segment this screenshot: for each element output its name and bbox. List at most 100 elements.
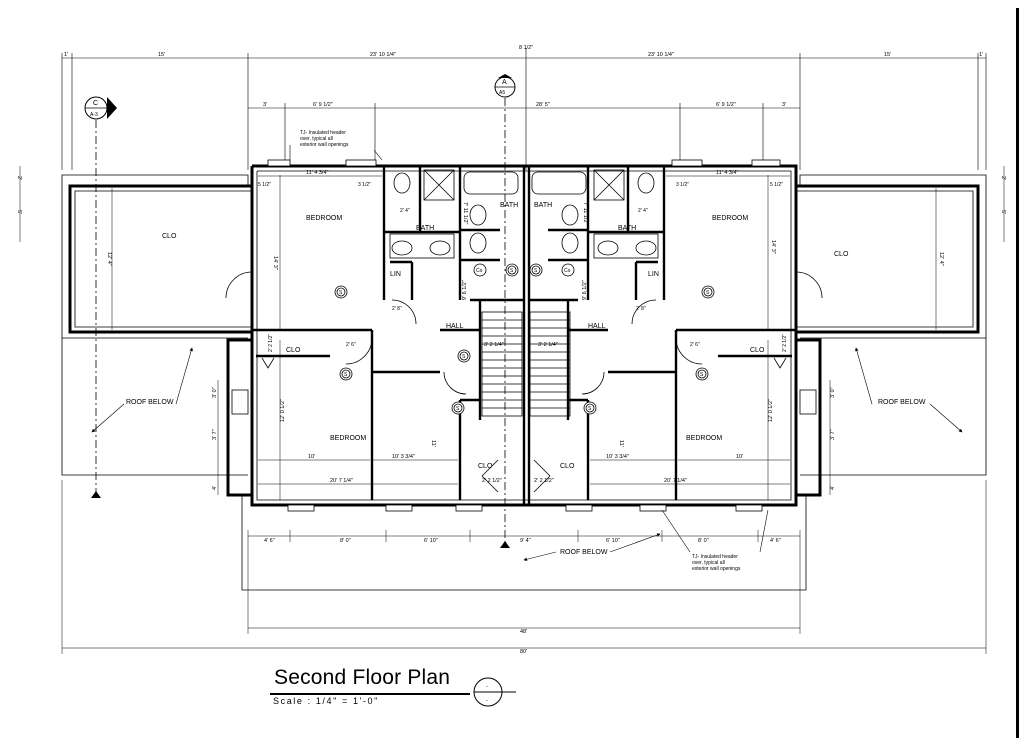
room-label-right-clo: CLO xyxy=(834,251,849,258)
dim-foot-8-right: 8' 0" xyxy=(698,538,709,544)
dim-bottom-10b-right: 10' 3 3/4" xyxy=(606,454,629,460)
dim-stair-right: 3' 2 1/4" xyxy=(538,342,558,348)
dim-bottom-10-right: 10' xyxy=(736,454,743,460)
dim-closet-right: 2' 2 1/2" xyxy=(782,334,788,352)
room-label-right-bedroom-bottom: BEDROOM xyxy=(686,435,722,442)
room-label-left-clo-small: CLO xyxy=(286,347,301,354)
dim-overall-80: 80' xyxy=(520,649,527,655)
interior-dimension-lines xyxy=(19,166,1005,654)
dim-bed-right-width: 11' 4 3/4" xyxy=(716,170,739,176)
dim-side-2-right: 2' xyxy=(1000,176,1006,180)
room-label-right-clo-small: CLO xyxy=(750,347,765,354)
dim-second-28: 28' 5" xyxy=(536,102,550,108)
dim-top-1-right: 1' xyxy=(979,52,983,58)
smoke-label-5: S xyxy=(510,268,514,274)
dim-side-3b-left: 3' 7" xyxy=(212,429,218,440)
room-label-left-roof-below: ROOF BELOW xyxy=(126,399,174,406)
dim-second-3-left: 3' xyxy=(263,102,267,108)
dim-top-center: 8 1/2" xyxy=(519,45,533,51)
smoke-label-8: S xyxy=(700,372,704,378)
dim-side-4-left: 4' xyxy=(212,486,218,490)
dim-hall-left: 9' 6 1/2" xyxy=(462,280,468,300)
dim-top-23-right: 23' 10 1/4" xyxy=(648,52,674,58)
co-label-right: Co xyxy=(564,268,571,274)
room-label-right-clo-stair: CLO xyxy=(560,463,575,470)
dim-bed-left-width: 11' 4 3/4" xyxy=(306,170,329,176)
dim-bed-bottom-right-depth: 12' 0 1/2" xyxy=(768,399,774,422)
room-label-right-roof-below: ROOF BELOW xyxy=(878,399,926,406)
room-label-left-hall: HALL xyxy=(446,323,464,330)
sheet-border-right xyxy=(1016,8,1019,738)
dim-door-28-left: 2' 8" xyxy=(392,306,402,312)
room-label-left-bath: BATH xyxy=(416,225,434,232)
section-arrow-center-bottom xyxy=(500,541,510,548)
smoke-detector-icons xyxy=(334,263,715,415)
bath-fixtures-left xyxy=(389,169,519,259)
dim-stair-left: 3' 2 1/4" xyxy=(484,342,504,348)
dim-overall-48: 48' xyxy=(520,629,527,635)
dim-side-5-right: 5' xyxy=(1000,210,1006,214)
note-header-top-2: over, typical all xyxy=(300,136,333,142)
room-label-right-lin: LIN xyxy=(648,271,659,278)
dim-side-5-left: 5' xyxy=(16,210,22,214)
dim-foot-8-left: 8' 0" xyxy=(340,538,351,544)
dim-eleven-left: 11' xyxy=(430,440,436,447)
stair-right xyxy=(529,311,571,417)
dim-side-2-left: 2' xyxy=(16,176,22,180)
dim-second-3-right: 3' xyxy=(782,102,786,108)
dim-bath-left: 7' 11 1/2" xyxy=(462,202,468,225)
title-block: Second Floor Plan Scale : 1/4" = 1'-0" xyxy=(270,664,520,714)
smoke-label-9: S xyxy=(588,406,592,412)
door-swings xyxy=(225,271,823,493)
smoke-label-1: S xyxy=(339,290,343,296)
smoke-label-6: S xyxy=(534,268,538,274)
section-sheet-left: A-3 xyxy=(90,112,98,118)
room-label-right-bedroom-top: BEDROOM xyxy=(712,215,748,222)
dim-foot-6-right: 6' 10" xyxy=(606,538,620,544)
view-marker: - - xyxy=(473,677,516,707)
room-label-front-roof-below: ROOF BELOW xyxy=(560,549,608,556)
dim-foot-4-left: 4' 6" xyxy=(264,538,275,544)
dim-top-1: 1' xyxy=(64,52,68,58)
section-letter-center: A xyxy=(502,79,507,86)
top-dimension-string xyxy=(61,48,987,170)
drawing-scale: Scale : 1/4" = 1'-0" xyxy=(273,696,379,706)
dim-door-24-left: 2' 4" xyxy=(400,208,410,214)
room-label-right-hall: HALL xyxy=(588,323,606,330)
roof-outline xyxy=(61,174,987,591)
dim-door-26-left: 2' 6" xyxy=(346,342,356,348)
co-label-left: Co xyxy=(476,268,483,274)
dim-foot-4-right: 4' 6" xyxy=(770,538,781,544)
dim-side-3b-right: 3' 7" xyxy=(830,429,836,440)
room-label-left-clo: CLO xyxy=(162,233,177,240)
note-header-top-1: TJ- Insulated header xyxy=(300,130,346,136)
dim-second-6-left: 6' 9 1/2" xyxy=(313,102,333,108)
dim-bed-bottom-left-depth: 12' 0 1/2" xyxy=(280,399,286,422)
dim-top-15-right: 15' xyxy=(884,52,891,58)
dim-half-inch-right: 5 1/2" xyxy=(770,182,783,188)
dim-side-3-left: 3' 0" xyxy=(212,387,218,398)
smoke-label-2: S xyxy=(344,372,348,378)
note-header-bottom-3: exterior wall openings xyxy=(692,566,741,572)
section-arrow-left-bottom xyxy=(91,491,101,498)
note-header-bottom-1: TJ- Insulated header xyxy=(692,554,738,560)
room-label-left-lin: LIN xyxy=(390,271,401,278)
title-underline xyxy=(270,693,470,695)
note-header-bottom-2: over, typical all xyxy=(692,560,725,566)
section-letter-left: C xyxy=(93,100,98,107)
smoke-label-4: S xyxy=(462,354,466,360)
dim-clo-left-depth: 12' 4" xyxy=(106,252,112,266)
dim-door-24-right: 2' 4" xyxy=(638,208,648,214)
dim-bottom-2-right: 2' 2 1/2" xyxy=(534,478,554,484)
exterior-wall-inner-lines xyxy=(74,170,974,501)
dim-clo-right-depth: 12' 4" xyxy=(938,252,944,266)
dim-door-26-right: 2' 6" xyxy=(690,342,700,348)
dim-bottom-20-left: 20' 7 1/4" xyxy=(330,478,353,484)
dim-bottom-10-left: 10' xyxy=(308,454,315,460)
windows xyxy=(231,159,817,512)
smoke-label-3: S xyxy=(456,406,460,412)
dim-top-23-left: 23' 10 1/4" xyxy=(370,52,396,58)
roof-below-arrows xyxy=(91,145,963,562)
smoke-label-7: S xyxy=(706,290,710,296)
